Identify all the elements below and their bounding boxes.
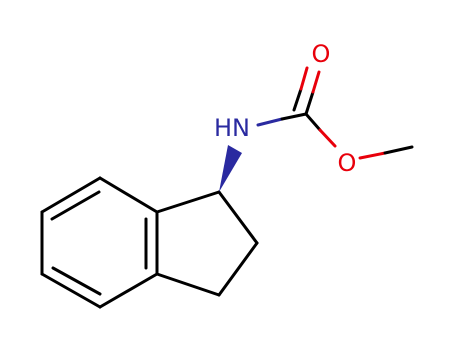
bond-ring-c3-c4 (40, 272, 102, 309)
bond-c-o-red-half (318, 128, 337, 148)
five-membered-ring (155, 190, 259, 297)
nh-atom-label: HN (214, 114, 250, 142)
bond-c-o-black-half (304, 112, 322, 132)
bond-ring-inner-1 (50, 190, 101, 221)
bond-ring-c4-c5 (98, 272, 159, 309)
carbonyl-oxygen-label: O (312, 40, 331, 68)
bond-o-methyl-red-half (358, 151, 387, 160)
bond-c9-c4 (155, 272, 221, 297)
bond-ring-inner-2 (51, 266, 102, 296)
carbonyl-double-bond (292, 66, 321, 116)
bond-c1-c7 (155, 190, 221, 214)
benzene-ring (40, 176, 159, 309)
ester-oxygen-label: O (338, 149, 357, 177)
bond-c7-c8 (217, 190, 259, 245)
bond-n-carbonyl-n-half (256, 117, 284, 127)
bond-o-methyl-black-half (383, 145, 414, 155)
bond-c8-c9 (217, 241, 259, 297)
bond-n-carbonyl-c-half (280, 112, 308, 121)
bond-ring-c6-c1 (98, 176, 159, 214)
stereo-wedge-bond (219, 145, 242, 192)
bond-ring-c1-c2 (40, 176, 102, 214)
